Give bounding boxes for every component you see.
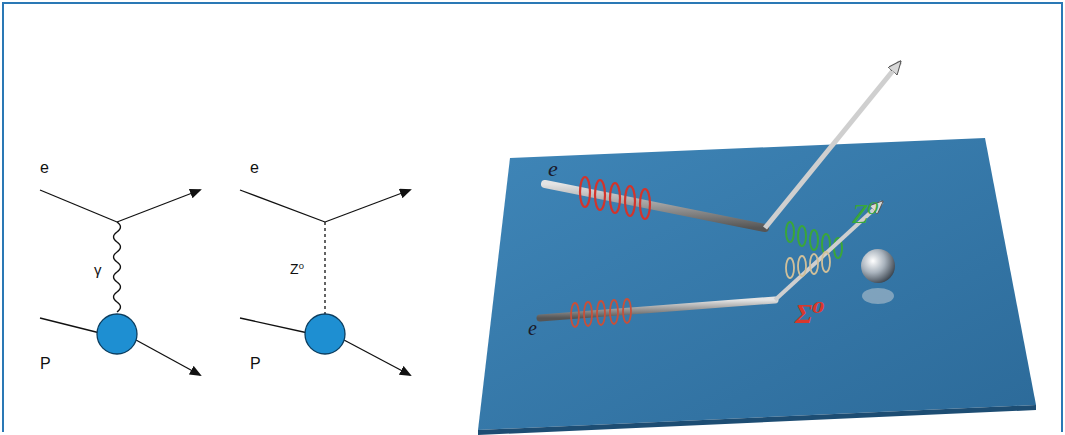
particle-label: Z⁰ bbox=[290, 262, 304, 276]
particle-label: γ bbox=[94, 262, 102, 277]
particle-label: e bbox=[40, 160, 49, 176]
particle-label: e bbox=[548, 158, 558, 180]
particle-label: e bbox=[528, 318, 537, 338]
particle-label: P bbox=[40, 356, 51, 372]
particle-label: e bbox=[250, 160, 259, 176]
boson-label: Z⁰ bbox=[852, 200, 879, 228]
particle-label: P bbox=[250, 356, 261, 372]
boson-label: Σ⁰ bbox=[795, 300, 825, 328]
